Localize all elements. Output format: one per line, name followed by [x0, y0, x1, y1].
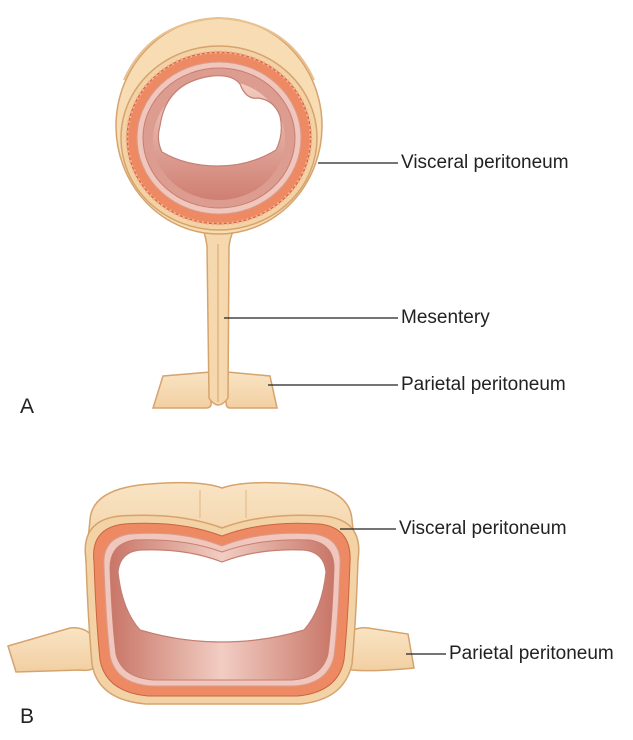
- lumen-opening-a: [157, 75, 282, 167]
- tube-top-edge-a: [123, 16, 315, 81]
- label-mesentery-a: Mesentery: [401, 307, 490, 328]
- panel-letter-b: B: [20, 705, 35, 728]
- parietal-flap-right-a: [225, 371, 278, 409]
- panel-letter-a: A: [20, 395, 35, 418]
- parietal-flap-left-a: [151, 371, 212, 409]
- label-parietal-peritoneum-a: Parietal peritoneum: [401, 374, 566, 395]
- lumen-opening-b: [117, 549, 327, 643]
- label-parietal-peritoneum-b: Parietal peritoneum: [449, 644, 614, 663]
- parietal-flap-left-b: [7, 627, 101, 673]
- label-visceral-peritoneum-b: Visceral peritoneum: [399, 518, 567, 539]
- panel-a-figure: [115, 16, 323, 409]
- label-visceral-peritoneum-a: Visceral peritoneum: [401, 152, 569, 173]
- panel-b-figure: [7, 481, 415, 705]
